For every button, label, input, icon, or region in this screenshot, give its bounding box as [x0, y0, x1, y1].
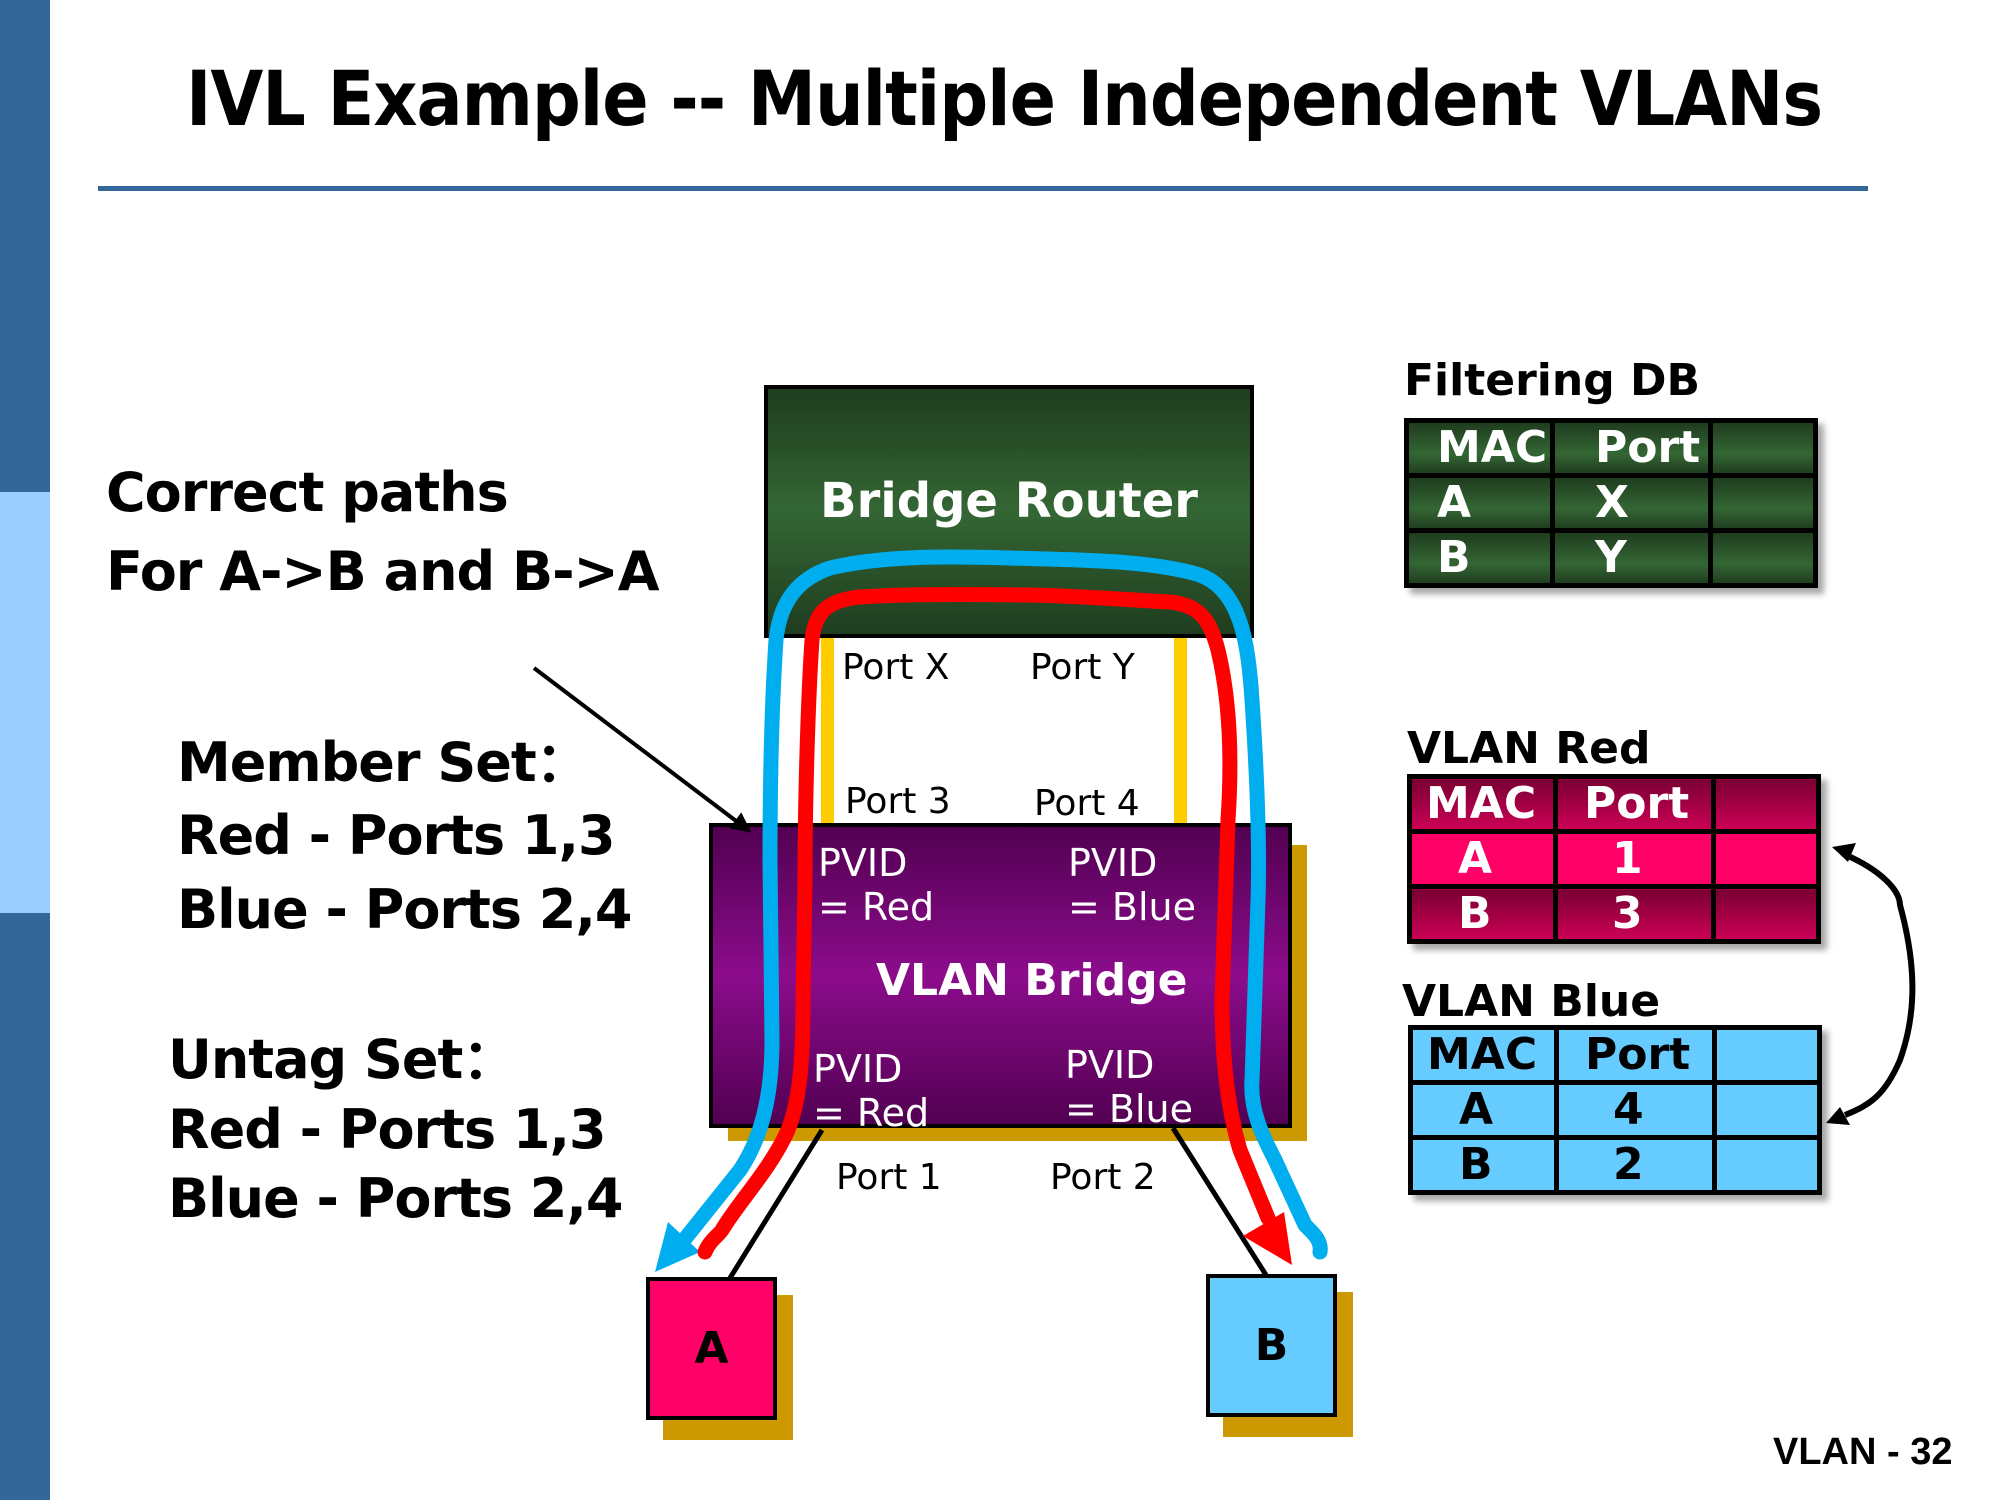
sidebar-light-middle [0, 492, 50, 913]
cell-empty [1712, 1135, 1822, 1195]
cell-port: 2 [1554, 1135, 1717, 1195]
port-3-label: Port 3 [845, 781, 951, 822]
host-a[interactable]: A [646, 1277, 777, 1420]
vlan-db-arrowhead-top [1832, 843, 1856, 862]
header-port: Port [1550, 418, 1713, 478]
pvid-port4: PVID = Blue [1068, 841, 1197, 929]
pvid-port3: PVID = Red [818, 841, 935, 929]
vlan-bridge-label: VLAN Bridge [876, 955, 1188, 1006]
bridge-router-label: Bridge Router [820, 473, 1198, 529]
table-header-row: MAC Port [1407, 774, 1821, 834]
path-blue-arrowhead [655, 1222, 700, 1272]
sidebar-dark-bottom [0, 913, 50, 1500]
port-y-label: Port Y [1030, 647, 1135, 688]
cell-mac: B [1407, 884, 1558, 944]
untag-set-heading: Untag Set： [168, 1028, 516, 1091]
cell-mac: A [1404, 473, 1555, 533]
table-row: B 3 [1407, 884, 1821, 944]
table-row: A 1 [1407, 829, 1821, 889]
port-x-label: Port X [842, 647, 950, 688]
untag-set-red: Red - Ports 1,3 [168, 1098, 607, 1161]
annotation-line-2: For A->B and B->A [106, 540, 660, 603]
member-set-red: Red - Ports 1,3 [177, 804, 616, 867]
header-mac: MAC [1407, 774, 1558, 834]
header-empty [1708, 418, 1818, 478]
slide-title: IVL Example -- Multiple Independent VLAN… [185, 54, 1823, 143]
vlan-red-title: VLAN Red [1407, 723, 1651, 774]
cell-mac: A [1408, 1080, 1559, 1140]
filtering-db-title: Filtering DB [1404, 355, 1701, 406]
sidebar-dark-top [0, 0, 50, 492]
vlan-db-arrowhead-bottom [1826, 1107, 1850, 1125]
header-mac: MAC [1404, 418, 1555, 478]
vlan-db-link-arrow [1843, 852, 1916, 1118]
header-empty [1712, 1025, 1822, 1085]
cell-port: X [1550, 473, 1713, 533]
link-port1-host-a [727, 1128, 825, 1280]
slide-footer: VLAN - 32 [1773, 1431, 1953, 1473]
link-port2-host-b [1170, 1126, 1269, 1277]
cell-port: 4 [1554, 1080, 1717, 1140]
vlan-blue-table: MAC Port A 4 B 2 [1408, 1025, 1822, 1195]
path-red-arrowhead [1243, 1212, 1292, 1265]
port-1-label: Port 1 [836, 1157, 942, 1198]
cell-port: 3 [1553, 884, 1716, 944]
table-row: A X [1404, 473, 1818, 533]
port-x-link [821, 638, 834, 823]
bridge-router: Bridge Router [764, 385, 1254, 638]
table-row: A 4 [1408, 1080, 1822, 1140]
cell-mac: B [1404, 528, 1555, 588]
untag-set-blue: Blue - Ports 2,4 [168, 1167, 623, 1230]
cell-mac: A [1407, 829, 1558, 889]
cell-empty [1708, 528, 1818, 588]
host-b-label: B [1254, 1320, 1289, 1371]
vlan-blue-title: VLAN Blue [1402, 976, 1661, 1027]
title-divider [98, 186, 1868, 191]
vlan-red-table: MAC Port A 1 B 3 [1407, 774, 1821, 944]
member-set-heading: Member Set： [177, 731, 590, 794]
annotation-line-1: Correct paths [106, 461, 509, 524]
member-set-blue: Blue - Ports 2,4 [177, 878, 632, 941]
cell-mac: B [1408, 1135, 1559, 1195]
cell-empty [1708, 473, 1818, 533]
cell-port: 1 [1553, 829, 1716, 889]
cell-empty [1712, 1080, 1822, 1140]
vlan-bridge: PVID = Red PVID = Blue VLAN Bridge PVID … [709, 823, 1292, 1135]
cell-empty [1711, 884, 1821, 944]
port-4-label: Port 4 [1034, 783, 1140, 824]
filtering-db-table: MAC Port A X B Y [1404, 418, 1818, 588]
pvid-port1: PVID = Red [813, 1047, 930, 1135]
pvid-port2: PVID = Blue [1065, 1043, 1194, 1131]
table-header-row: MAC Port [1408, 1025, 1822, 1085]
table-row: B 2 [1408, 1135, 1822, 1195]
header-port: Port [1554, 1025, 1717, 1085]
table-row: B Y [1404, 528, 1818, 588]
port-2-label: Port 2 [1050, 1157, 1156, 1198]
header-port: Port [1553, 774, 1716, 834]
host-a-label: A [694, 1323, 729, 1374]
cell-empty [1711, 829, 1821, 889]
host-b[interactable]: B [1206, 1274, 1337, 1417]
cell-port: Y [1550, 528, 1713, 588]
header-empty [1711, 774, 1821, 834]
header-mac: MAC [1408, 1025, 1559, 1085]
table-header-row: MAC Port [1404, 418, 1818, 478]
port-y-link [1174, 638, 1187, 830]
